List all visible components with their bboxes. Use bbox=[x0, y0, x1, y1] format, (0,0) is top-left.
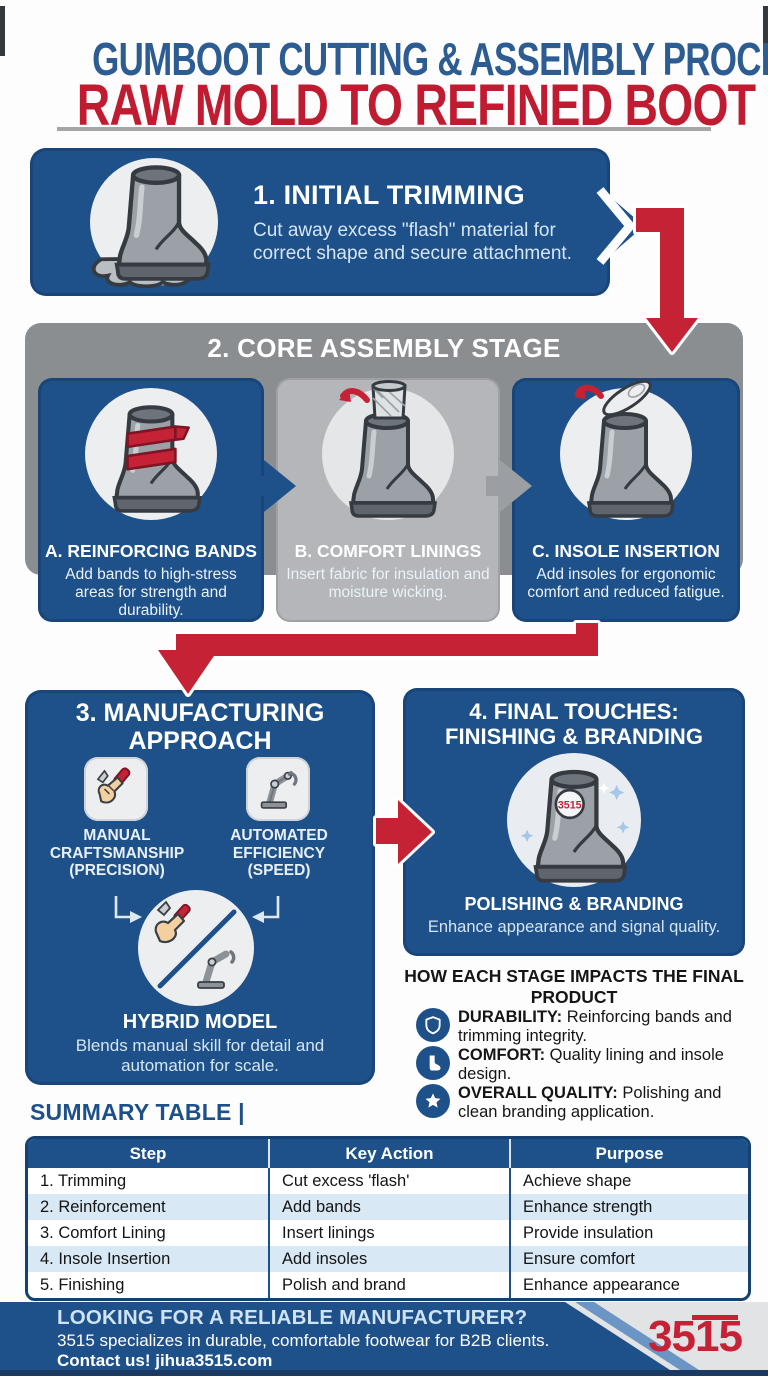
cell: Add bands bbox=[268, 1194, 510, 1220]
boot-branding-icon: 3515 bbox=[520, 752, 630, 888]
cell: 2. Reinforcement bbox=[40, 1197, 166, 1216]
impact-label: DURABILITY: bbox=[458, 1008, 563, 1026]
table-row: 4. Insole Insertion Add insoles Ensure c… bbox=[28, 1246, 748, 1272]
automated-efficiency-label: AUTOMATED EFFICIENCY (SPEED) bbox=[230, 827, 328, 880]
table-header-row: Step Key Action Purpose bbox=[28, 1139, 748, 1168]
summary-table-heading: SUMMARY TABLE | bbox=[30, 1099, 245, 1125]
impact-text: Quality lining and insole design. bbox=[458, 1046, 724, 1083]
boot-bands-icon bbox=[90, 388, 212, 518]
impact-text: Reinforcing bands and trimming integrity… bbox=[458, 1008, 732, 1045]
cell: 4. Insole Insertion bbox=[40, 1249, 171, 1268]
substep-c-title: C. INSOLE INSERTION bbox=[532, 541, 720, 561]
cell: 1. Trimming bbox=[40, 1171, 127, 1190]
manual-craftsmanship-label: MANUAL CRAFTSMANSHIP (PRECISION) bbox=[49, 827, 185, 880]
table-row: 3. Comfort Lining Insert linings Provide… bbox=[28, 1220, 748, 1246]
cell: Enhance strength bbox=[509, 1194, 748, 1220]
corner-mark-left bbox=[0, 6, 5, 56]
cell: Ensure comfort bbox=[509, 1246, 748, 1272]
hybrid-model-title: HYBRID MODEL bbox=[122, 1011, 278, 1033]
boot-flash-icon bbox=[91, 150, 226, 289]
boot-lining-icon bbox=[339, 380, 448, 520]
boot-badge-text: 3515 bbox=[558, 799, 582, 811]
impact-item-quality: OVERALL QUALITY: Polishing and clean bra… bbox=[458, 1084, 752, 1121]
table-row: 2. Reinforcement Add bands Enhance stren… bbox=[28, 1194, 748, 1220]
footer-bottom-strip bbox=[0, 1370, 768, 1376]
step1-body: Cut away excess "flash" material for cor… bbox=[253, 220, 572, 265]
impact-item-comfort: COMFORT: Quality lining and insole desig… bbox=[458, 1046, 752, 1083]
foot-icon bbox=[416, 1046, 450, 1080]
step2-title: 2. CORE ASSEMBLY STAGE bbox=[207, 333, 561, 363]
manual-craftsmanship-icon-tile bbox=[84, 757, 148, 821]
impact-label: COMFORT: bbox=[458, 1046, 546, 1064]
step3-title: 3. MANUFACTURING APPROACH bbox=[75, 699, 325, 755]
cell: Achieve shape bbox=[509, 1168, 748, 1194]
col-key-action: Key Action bbox=[268, 1139, 510, 1168]
step4-subtitle: POLISHING & BRANDING bbox=[464, 894, 684, 914]
automated-efficiency-icon-tile bbox=[246, 757, 310, 821]
boot-insole-icon bbox=[574, 380, 686, 520]
cell: 3. Comfort Lining bbox=[40, 1223, 166, 1242]
step1-box: 1. INITIAL TRIMMING Cut away excess "fla… bbox=[30, 148, 610, 296]
shield-icon bbox=[416, 1008, 450, 1042]
substep-c-body: Add insoles for ergonomic comfort and re… bbox=[527, 566, 725, 602]
brand-logo-3515: 3515 bbox=[648, 1312, 743, 1361]
cell: Polish and brand bbox=[268, 1272, 510, 1298]
cell: Add insoles bbox=[268, 1246, 510, 1272]
step3-box bbox=[25, 690, 375, 1085]
cell: 5. Finishing bbox=[40, 1275, 125, 1294]
substep-a-title: A. REINFORCING BANDS bbox=[45, 541, 257, 561]
cell: Enhance appearance bbox=[509, 1272, 748, 1298]
cell: Insert linings bbox=[268, 1220, 510, 1246]
page-title-line1: GUMBOOT CUTTING & ASSEMBLY PROCESS: bbox=[92, 33, 768, 85]
hand-screwdriver-icon bbox=[96, 767, 131, 804]
title-divider bbox=[57, 127, 711, 131]
footer-heading: LOOKING FOR A RELIABLE MANUFACTURER? bbox=[57, 1306, 528, 1329]
hybrid-model-body: Blends manual skill for detail and autom… bbox=[75, 1036, 325, 1076]
substep-b-body: Insert fabric for insulation and moistur… bbox=[286, 566, 490, 602]
summary-table: Step Key Action Purpose 1. Trimming Cut … bbox=[25, 1136, 751, 1301]
footer-tagline: 3515 specializes in durable, comfortable… bbox=[57, 1331, 550, 1350]
cell: Provide insulation bbox=[509, 1220, 748, 1246]
step4-title: 4. FINAL TOUCHES: FINISHING & BRANDING bbox=[445, 699, 703, 750]
hybrid-model-circle bbox=[138, 890, 254, 1006]
impact-label: OVERALL QUALITY: bbox=[458, 1084, 618, 1102]
col-purpose: Purpose bbox=[509, 1139, 748, 1168]
hybrid-hand-robot-icon bbox=[154, 900, 237, 989]
robot-arm-icon bbox=[260, 770, 298, 809]
step1-title: 1. INITIAL TRIMMING bbox=[253, 180, 525, 210]
corner-mark-right bbox=[763, 6, 768, 56]
impact-text: Polishing and clean branding application… bbox=[458, 1084, 722, 1121]
table-row: 5. Finishing Polish and brand Enhance ap… bbox=[28, 1272, 748, 1298]
cell: Cut excess 'flash' bbox=[268, 1168, 510, 1194]
col-step: Step bbox=[28, 1139, 269, 1168]
substep-a-body: Add bands to high-stress areas for stren… bbox=[65, 566, 237, 620]
impact-item-durability: DURABILITY: Reinforcing bands and trimmi… bbox=[458, 1008, 752, 1045]
table-row: 1. Trimming Cut excess 'flash' Achieve s… bbox=[28, 1168, 748, 1194]
footer-blue-band bbox=[0, 1302, 670, 1370]
arrow-step2-to-step3 bbox=[155, 620, 601, 697]
substep-b-title: B. COMFORT LININGS bbox=[294, 541, 482, 561]
brand-logo-overline bbox=[692, 1315, 738, 1320]
step4-body: Enhance appearance and signal quality. bbox=[427, 918, 721, 936]
footer-contact-link[interactable]: Contact us! jihua3515.com bbox=[57, 1351, 273, 1370]
impacts-heading: HOW EACH STAGE IMPACTS THE FINAL PRODUCT bbox=[404, 966, 744, 1007]
star-icon bbox=[416, 1084, 450, 1118]
